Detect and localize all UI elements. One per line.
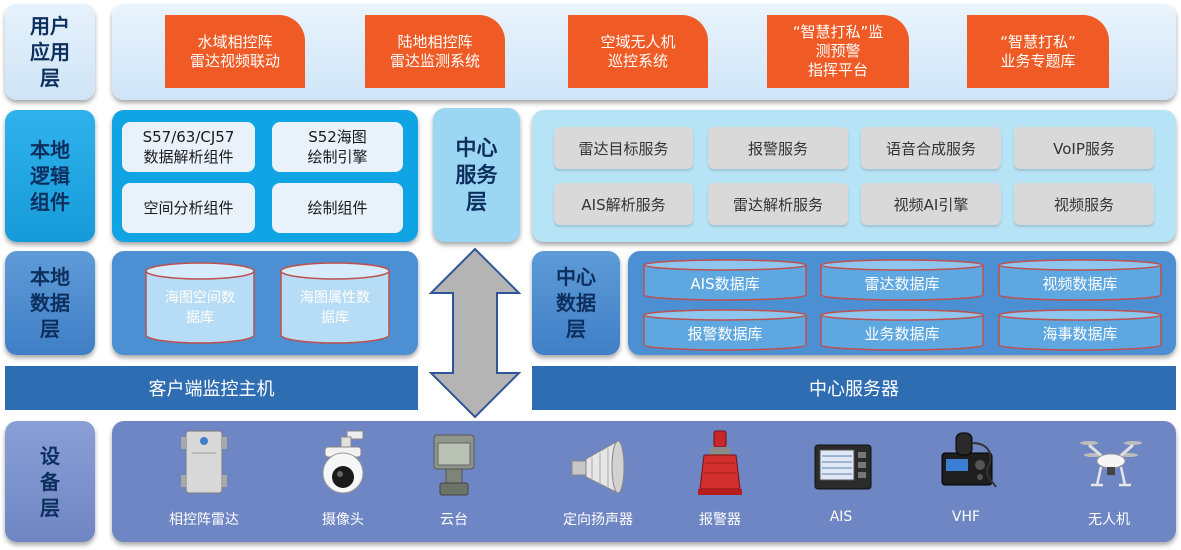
database-cylinder-icon (820, 259, 984, 301)
db-video-label: 视频数据库 (1042, 275, 1118, 293)
device-label: 报警器 (699, 512, 741, 528)
db-maritime-label: 海事数据库 (1042, 325, 1118, 343)
layer-label-user-app: 用户 应用 层 (5, 4, 95, 100)
service-speech-synthesis[interactable]: 语音合成服务 (861, 127, 1001, 169)
database-cylinder-icon (998, 309, 1162, 351)
app-airspace-drone-patrol[interactable]: 空域无人机 巡控系统 (568, 15, 708, 88)
device-label: 摄像头 (322, 512, 364, 528)
db-chart-spatial[interactable]: 海图空间数 据库 (145, 262, 255, 344)
db-alarm[interactable]: 报警数据库 (643, 309, 807, 351)
local-logic-panel: S57/63/CJ57 数据解析组件 S52海图 绘制引擎 空间分析组件 绘制组… (112, 110, 418, 242)
layer-label-local-data: 本地 数据 层 (5, 251, 95, 355)
radar-device-icon (181, 430, 227, 494)
device-camera[interactable]: 摄像头 (288, 427, 398, 532)
db-video[interactable]: 视频数据库 (998, 259, 1162, 301)
app-smart-antismuggling-topic-db[interactable]: “智慧打私” 业务专题库 (967, 15, 1109, 88)
center-data-panel: AIS数据库 雷达数据库 视频数据库 报警数据库 业务数据库 (628, 251, 1176, 355)
component-s57-parser[interactable]: S57/63/CJ57 数据解析组件 (122, 122, 255, 172)
db-maritime[interactable]: 海事数据库 (998, 309, 1162, 351)
service-alarm[interactable]: 报警服务 (708, 127, 848, 169)
database-cylinder-icon (145, 262, 255, 344)
layer-label-local-logic: 本地 逻辑 组件 (5, 110, 95, 242)
service-video-ai-engine[interactable]: 视频AI引擎 (861, 183, 1001, 225)
client-host-bar[interactable]: 客户端监控主机 (5, 366, 418, 410)
device-label: AIS (829, 509, 853, 525)
layer-label-device: 设 备 层 (5, 421, 95, 542)
db-ais-label: AIS数据库 (690, 275, 760, 293)
database-cylinder-icon (643, 309, 807, 351)
db-business-label: 业务数据库 (864, 325, 940, 343)
component-drawing[interactable]: 绘制组件 (272, 183, 403, 233)
device-label: 无人机 (1088, 512, 1130, 528)
center-service-panel: 雷达目标服务 报警服务 语音合成服务 VoIP服务 AIS解析服务 雷达解析服务… (532, 110, 1176, 242)
device-ais[interactable]: AIS (786, 427, 896, 532)
service-video[interactable]: 视频服务 (1014, 183, 1154, 225)
app-water-radar-video[interactable]: 水域相控阵 雷达视频联动 (165, 15, 305, 88)
db-chart-spatial-label: 海图空间数 据库 (165, 290, 235, 326)
app-smart-antismuggling-command[interactable]: “智慧打私”监 测预警 指挥平台 (767, 15, 909, 88)
db-alarm-label: 报警数据库 (687, 325, 763, 343)
bidirectional-arrow-icon (428, 247, 522, 419)
device-label: 相控阵雷达 (169, 512, 239, 528)
device-ptz[interactable]: 云台 (399, 427, 509, 532)
user-app-panel: 水域相控阵 雷达视频联动 陆地相控阵 雷达监测系统 空域无人机 巡控系统 “智慧… (112, 4, 1176, 100)
ptz-icon (433, 434, 475, 496)
database-cylinder-icon (643, 259, 807, 301)
component-s52-engine[interactable]: S52海图 绘制引擎 (272, 122, 403, 172)
database-cylinder-icon (998, 259, 1162, 301)
db-ais[interactable]: AIS数据库 (643, 259, 807, 301)
db-chart-attribute-label: 海图属性数 据库 (300, 290, 370, 326)
service-radar-target[interactable]: 雷达目标服务 (554, 127, 693, 169)
device-drone[interactable]: 无人机 (1054, 427, 1164, 532)
device-label: 定向扬声器 (563, 512, 633, 528)
db-radar[interactable]: 雷达数据库 (820, 259, 984, 301)
local-data-panel: 海图空间数 据库 海图属性数 据库 (112, 251, 418, 355)
center-server-bar[interactable]: 中心服务器 (532, 366, 1176, 410)
component-spatial-analysis[interactable]: 空间分析组件 (122, 183, 255, 233)
database-cylinder-icon (280, 262, 390, 344)
vhf-radio-icon (941, 432, 997, 488)
speaker-icon (571, 440, 625, 494)
database-cylinder-icon (820, 309, 984, 351)
center-service-layer-label: 中心 服务 层 (433, 108, 520, 242)
camera-icon (322, 430, 364, 494)
alarm-icon (698, 430, 742, 495)
drone-icon (1080, 441, 1142, 487)
device-vhf[interactable]: VHF (911, 427, 1021, 532)
app-land-radar-monitor[interactable]: 陆地相控阵 雷达监测系统 (365, 15, 505, 88)
service-voip[interactable]: VoIP服务 (1014, 127, 1154, 169)
center-data-layer-label: 中心 数据 层 (532, 251, 620, 355)
device-panel: 相控阵雷达 摄像头 云台 定向扬 (112, 421, 1176, 542)
device-label: VHF (951, 509, 981, 525)
device-alarm[interactable]: 报警器 (665, 427, 775, 532)
device-phased-radar[interactable]: 相控阵雷达 (149, 427, 259, 532)
service-radar-parse[interactable]: 雷达解析服务 (708, 183, 848, 225)
db-radar-label: 雷达数据库 (864, 275, 940, 293)
db-chart-attribute[interactable]: 海图属性数 据库 (280, 262, 390, 344)
device-label: 云台 (440, 512, 468, 528)
device-directional-speaker[interactable]: 定向扬声器 (543, 427, 653, 532)
ais-terminal-icon (814, 444, 872, 490)
db-business[interactable]: 业务数据库 (820, 309, 984, 351)
service-ais-parse[interactable]: AIS解析服务 (554, 183, 693, 225)
